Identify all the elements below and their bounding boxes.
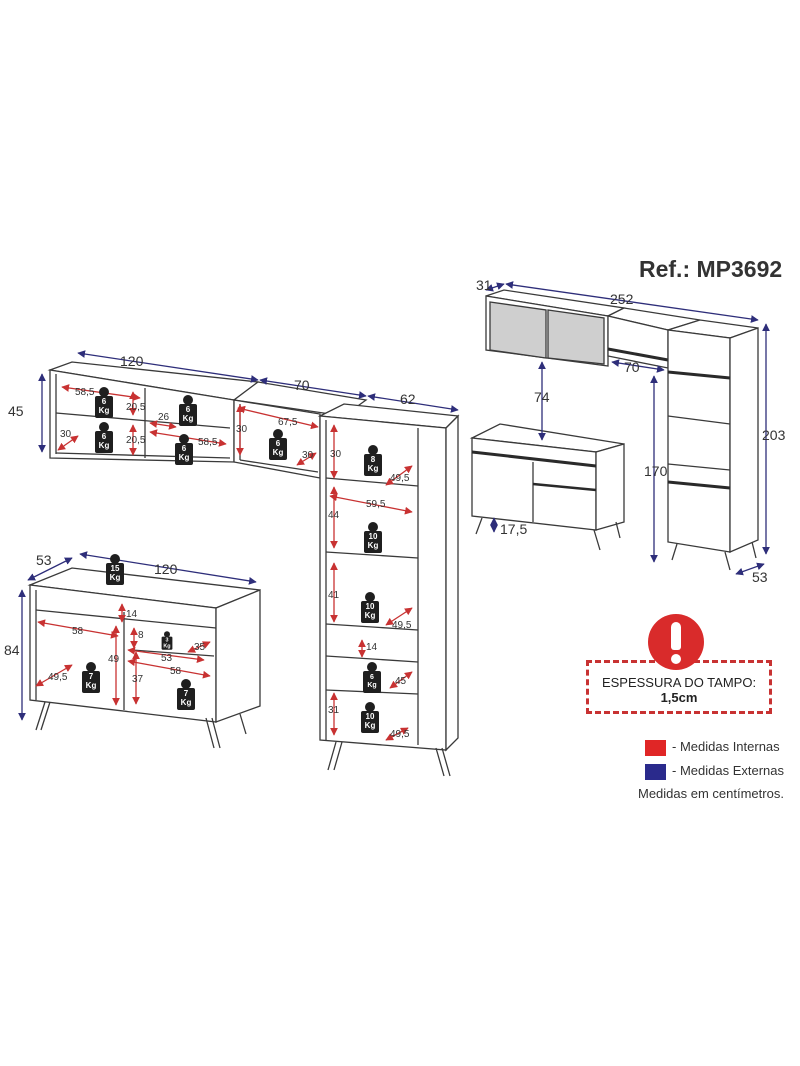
exclamation-icon	[648, 614, 704, 670]
dim-base-35: 35	[194, 642, 206, 653]
dim-base-49-5: 49,5	[48, 672, 68, 683]
dim-base-14: 14	[126, 609, 138, 620]
reference-code: Ref.: MP3692	[639, 256, 783, 282]
dim-base-8: 8	[138, 630, 144, 641]
dim-14-column: 14	[366, 642, 378, 653]
dim-30-c: 30	[302, 450, 314, 461]
blue-swatch-icon	[645, 763, 666, 780]
dim-upper-120: 120	[120, 353, 144, 369]
dim-49-5-b: 49,5	[392, 620, 412, 631]
dim-overview-70: 70	[624, 359, 640, 375]
dim-upper-70: 70	[294, 377, 310, 393]
dim-49-5-c: 49,5	[390, 729, 410, 740]
notice-value: 1,5cm	[660, 690, 698, 705]
dim-overview-74: 74	[534, 389, 550, 405]
dim-overview-252: 252	[610, 291, 634, 307]
red-swatch-icon	[645, 739, 666, 756]
overview-upper-glass	[485, 289, 627, 367]
dim-base-58-l: 58	[72, 626, 84, 637]
dim-30-a: 30	[60, 429, 72, 440]
dim-column-62: 62	[400, 391, 416, 407]
dim-base-49: 49	[108, 654, 120, 665]
external-dimensions	[18, 281, 770, 721]
overview-base-cabinet	[469, 423, 625, 551]
dim-overview-31: 31	[476, 277, 492, 293]
dim-overview-17-5: 17,5	[500, 521, 527, 537]
dim-58-5-a: 58,5	[75, 387, 95, 398]
dim-30-b: 30	[236, 424, 248, 435]
dim-upper-45: 45	[8, 403, 24, 419]
legend-internal: - Medidas Internas	[645, 739, 780, 756]
dim-49-5-a: 49,5	[390, 473, 410, 484]
dim-overview-203: 203	[762, 427, 786, 443]
dim-base-58-r: 58	[170, 666, 182, 677]
dim-base-120: 120	[154, 561, 178, 577]
dim-45: 45	[395, 676, 407, 687]
overview-tall-column	[667, 319, 759, 571]
dimension-labels: 120 70 62 45 58,5 20,5 20,5 30 26 58,5 6…	[4, 277, 786, 740]
notice-title: ESPESSURA DO TAMPO:	[601, 675, 757, 690]
dim-base-37: 37	[132, 674, 144, 685]
dim-base-84: 84	[4, 642, 20, 658]
dim-overview-170: 170	[644, 463, 668, 479]
legend-internal-label: - Medidas Internas	[672, 739, 780, 754]
dim-base-53: 53	[161, 653, 173, 664]
dim-30-d: 30	[330, 449, 342, 460]
dim-20-5-b: 20,5	[126, 435, 146, 446]
dim-overview-53: 53	[752, 569, 768, 585]
base-cabinet	[27, 567, 261, 749]
dim-58-5-b: 58,5	[198, 437, 218, 448]
dim-26: 26	[158, 412, 170, 423]
dim-31: 31	[328, 705, 340, 716]
dim-44: 44	[328, 510, 340, 521]
internal-dimensions	[35, 384, 413, 741]
dim-base-53: 53	[36, 552, 52, 568]
legend-external: - Medidas Externas	[645, 763, 784, 780]
dim-20-5-a: 20,5	[126, 402, 146, 413]
dim-41: 41	[328, 590, 340, 601]
legend-external-label: - Medidas Externas	[672, 763, 784, 778]
dim-67-5: 67,5	[278, 417, 298, 428]
units-note: Medidas em centímetros.	[638, 786, 784, 801]
upper-cabinet-120	[47, 361, 260, 463]
dim-59-5: 59,5	[366, 499, 386, 510]
